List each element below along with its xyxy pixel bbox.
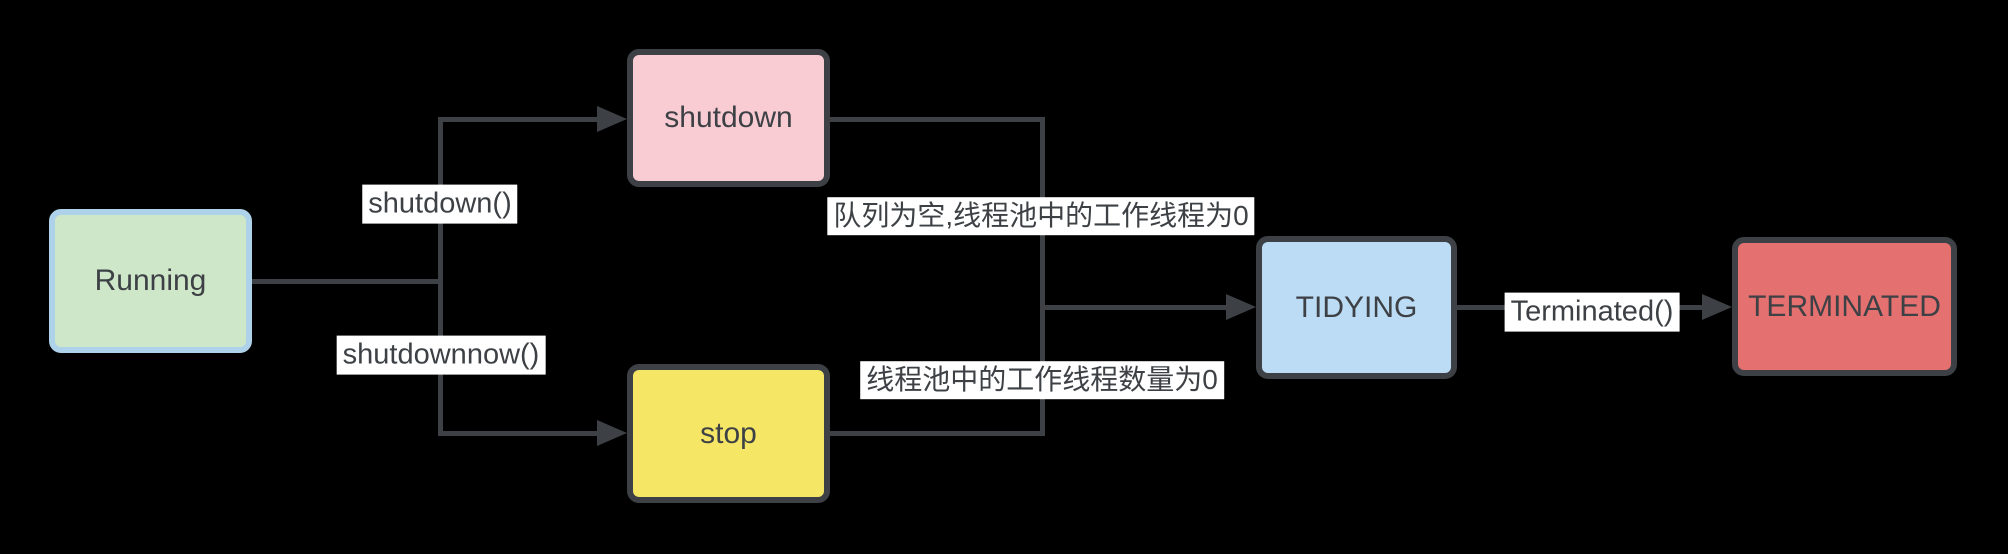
arrowhead-into-tidying-icon xyxy=(1226,294,1256,320)
edge-label-terminated-call: Terminated() xyxy=(1504,292,1680,332)
arrowhead-into-stop-icon xyxy=(597,420,627,446)
state-label-shutdown: shutdown xyxy=(664,101,793,134)
edge-running-branch-line xyxy=(252,279,440,284)
edge-shutdown-exit-line xyxy=(830,117,1042,122)
arrowhead-into-terminated-icon xyxy=(1702,294,1732,320)
state-label-running: Running xyxy=(94,264,207,297)
state-label-stop: stop xyxy=(700,416,757,450)
edge-to-stop-line xyxy=(438,431,599,436)
edge-label-shutdownnow-call: shutdownnow() xyxy=(336,335,546,375)
edge-label-shutdown-call: shutdown() xyxy=(362,184,518,224)
edge-branch-vertical-line xyxy=(438,117,443,436)
edge-label-worker-count-zero: 线程池中的工作线程数量为0 xyxy=(860,361,1224,399)
state-label-terminated: TERMINATED xyxy=(1748,289,1941,323)
state-node-stop[interactable]: stop xyxy=(627,364,830,503)
edge-label-queue-empty: 队列为空,线程池中的工作线程为0 xyxy=(827,197,1255,235)
state-node-running[interactable]: Running xyxy=(49,209,252,353)
edge-to-shutdown-line xyxy=(438,117,599,122)
state-label-tidying: TIDYING xyxy=(1295,290,1418,324)
state-node-terminated[interactable]: TERMINATED xyxy=(1732,237,1957,376)
state-node-shutdown[interactable]: shutdown xyxy=(627,49,830,187)
state-node-tidying[interactable]: TIDYING xyxy=(1256,236,1457,379)
edge-stop-exit-line xyxy=(830,431,1042,436)
arrowhead-into-shutdown-icon xyxy=(597,106,627,132)
edge-merge-vertical-line xyxy=(1040,117,1045,436)
edge-to-tidying-line xyxy=(1040,305,1226,310)
